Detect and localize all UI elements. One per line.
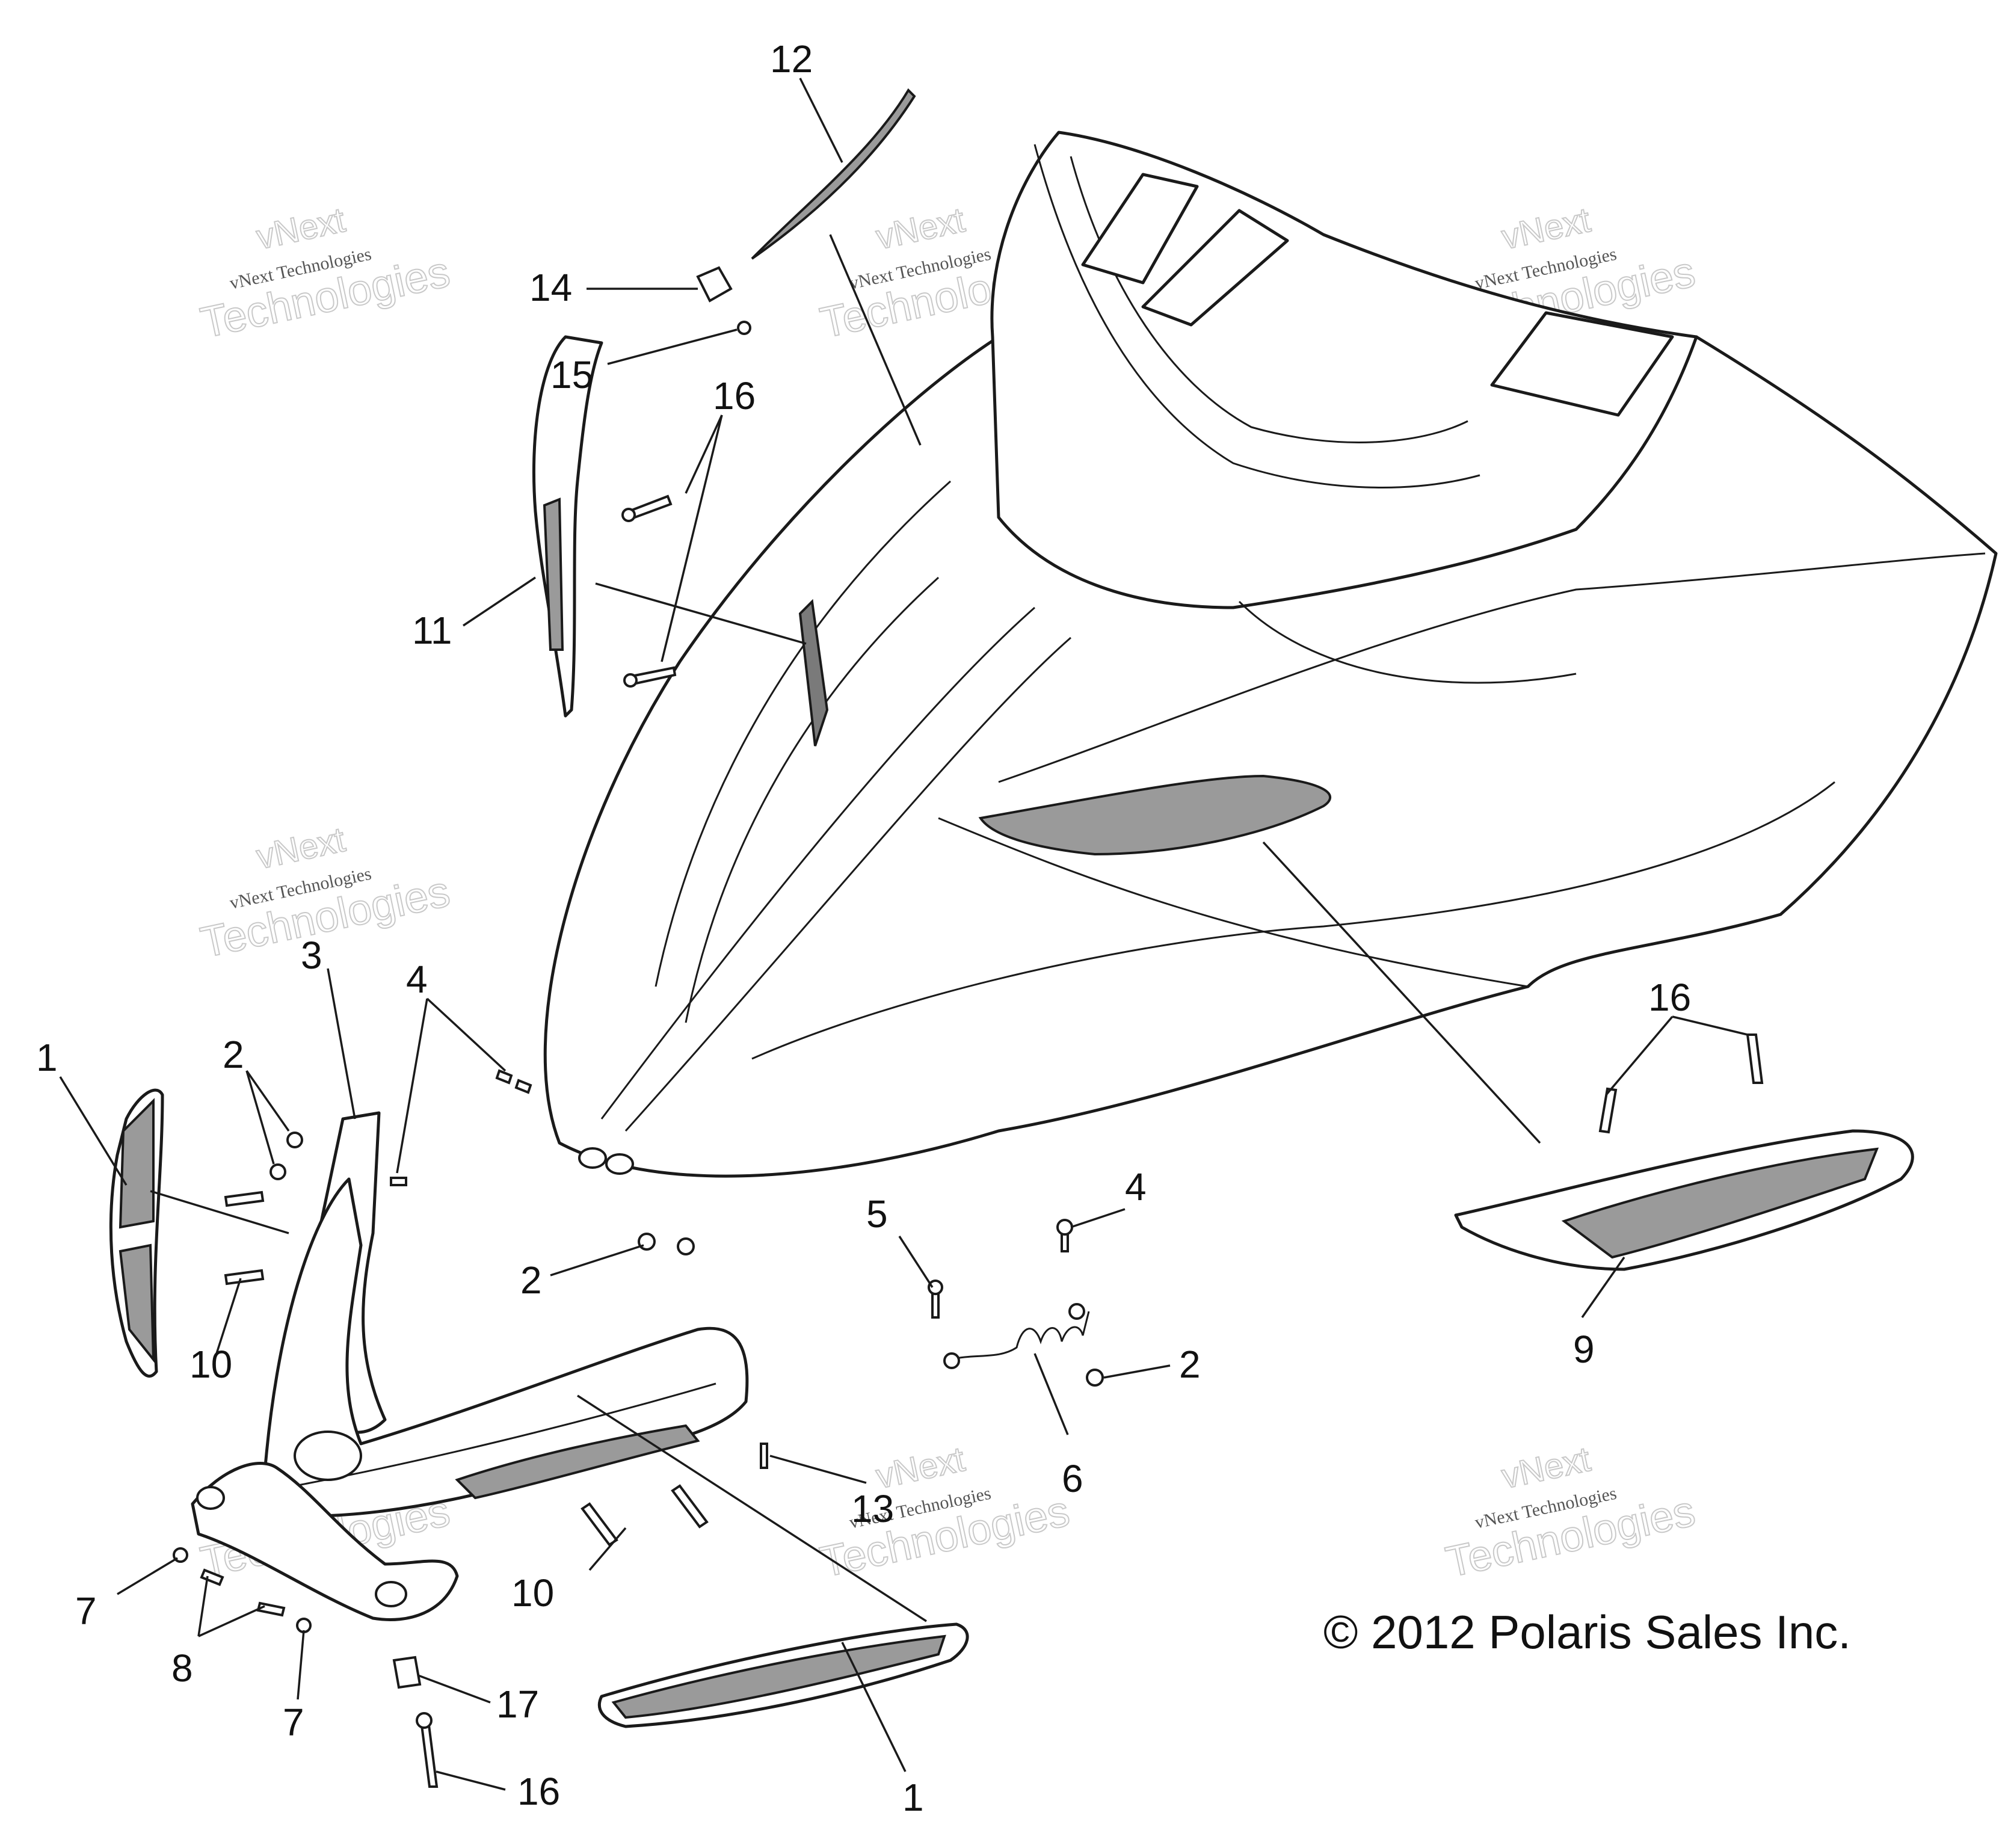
part-16-rivet-upper [621,494,673,522]
part-1-front-grille-mesh-upper [119,1098,155,1229]
part-2-nut [1086,1369,1104,1387]
part-6-cable-end [943,1352,960,1369]
callout-11: 11 [412,609,452,652]
callout-4: 4 [406,958,428,1001]
hood-left-slot [798,599,829,747]
upper-vent-right [1141,209,1289,327]
callout-12: 12 [770,37,813,81]
svg-text:vNext: vNext [1498,200,1594,257]
callout-14: 14 [529,266,572,309]
svg-text:vNext: vNext [1498,1440,1594,1496]
part-2-nut [677,1237,695,1255]
part-10-rivet [224,1190,265,1207]
part-16-rivet [1598,1087,1618,1134]
part-13-screw [760,1443,768,1469]
svg-text:vNext: vNext [253,820,349,876]
callout-6: 6 [1062,1457,1083,1500]
callout-17: 17 [496,1683,539,1726]
hood-side-vent-mesh [978,774,1331,856]
part-6-cable [950,1311,1090,1361]
nose-mount-left [578,1147,607,1169]
part-16-rivet [419,1719,439,1788]
callout-7: 7 [283,1701,304,1744]
callout-16: 16 [1648,976,1691,1019]
part-3-pan-vent [455,1424,700,1500]
hood-outer [543,299,1998,1178]
copyright-notice: © 2012 Polaris Sales Inc. [1323,1606,1851,1659]
part-10-rivet [224,1269,265,1286]
windshield-frame [990,131,1698,609]
part-4-bolt [514,1079,532,1094]
part-10-rivet [671,1484,709,1529]
callout-13: 13 [851,1487,894,1530]
side-vent-right [1490,311,1674,417]
part-4-bolt-head [1056,1219,1073,1236]
callout-2: 2 [520,1258,542,1302]
callout-4: 4 [1125,1165,1147,1209]
lower-skid-bar [191,1462,459,1621]
svg-text:vNext: vNext [253,200,349,257]
nose-mount-right [605,1153,634,1175]
part-2-nut [270,1163,286,1180]
part-3-nose-pan [263,1177,749,1518]
watermark: vNext vNext Technologies Technologies [196,200,455,348]
hood-assembly [543,131,1998,1178]
part-12-trim-strip [751,88,916,260]
part-11-side-grille [532,335,603,718]
callouts: 12 14 15 16 11 3 4 1 2 2 10 5 4 2 6 16 9… [36,37,1691,1819]
callout-16: 16 [517,1770,560,1813]
part-9-side-grille-mesh [1561,1147,1879,1259]
callout-9: 9 [1573,1328,1595,1371]
callout-16: 16 [713,374,756,417]
callout-15: 15 [550,353,593,396]
watermark: vNext vNext Technologies Technologies [1441,1439,1700,1588]
nose-pan-hole [294,1431,362,1481]
part-4-bolt [495,1069,513,1085]
part-17-clip [392,1656,422,1689]
part-1-front-grille-mesh-lower [119,1243,155,1363]
callout-2: 2 [223,1033,244,1076]
leader-lines [59,78,1748,1791]
part-16-rivet-lower [623,666,677,688]
part-1-lower-footrest-mesh [611,1634,946,1719]
part-10-rivet [581,1502,618,1547]
callout-3: 3 [301,934,322,977]
svg-text:vNext: vNext [873,200,969,257]
part-8-bolt [200,1568,224,1586]
part-11-grille-mesh [543,497,564,651]
watermark: vNext vNext Technologies Technologies [816,1439,1074,1588]
callout-5: 5 [866,1192,888,1236]
part-15-screw [737,321,751,335]
part-16-rivet [1746,1033,1764,1084]
callout-10: 10 [511,1571,554,1615]
callout-7: 7 [75,1589,97,1633]
callout-10: 10 [189,1343,232,1386]
part-8-bolt [256,1601,286,1617]
part-7-nut [296,1618,312,1633]
part-2-nut [286,1132,303,1148]
hardware [173,1033,1764,1788]
callout-1: 1 [36,1036,58,1079]
upper-vent-left [1081,173,1199,285]
callout-2: 2 [1179,1343,1201,1386]
callout-1: 1 [902,1776,924,1819]
part-4-bolt [390,1177,407,1186]
part-14-clip [696,266,733,303]
callout-8: 8 [171,1646,193,1690]
